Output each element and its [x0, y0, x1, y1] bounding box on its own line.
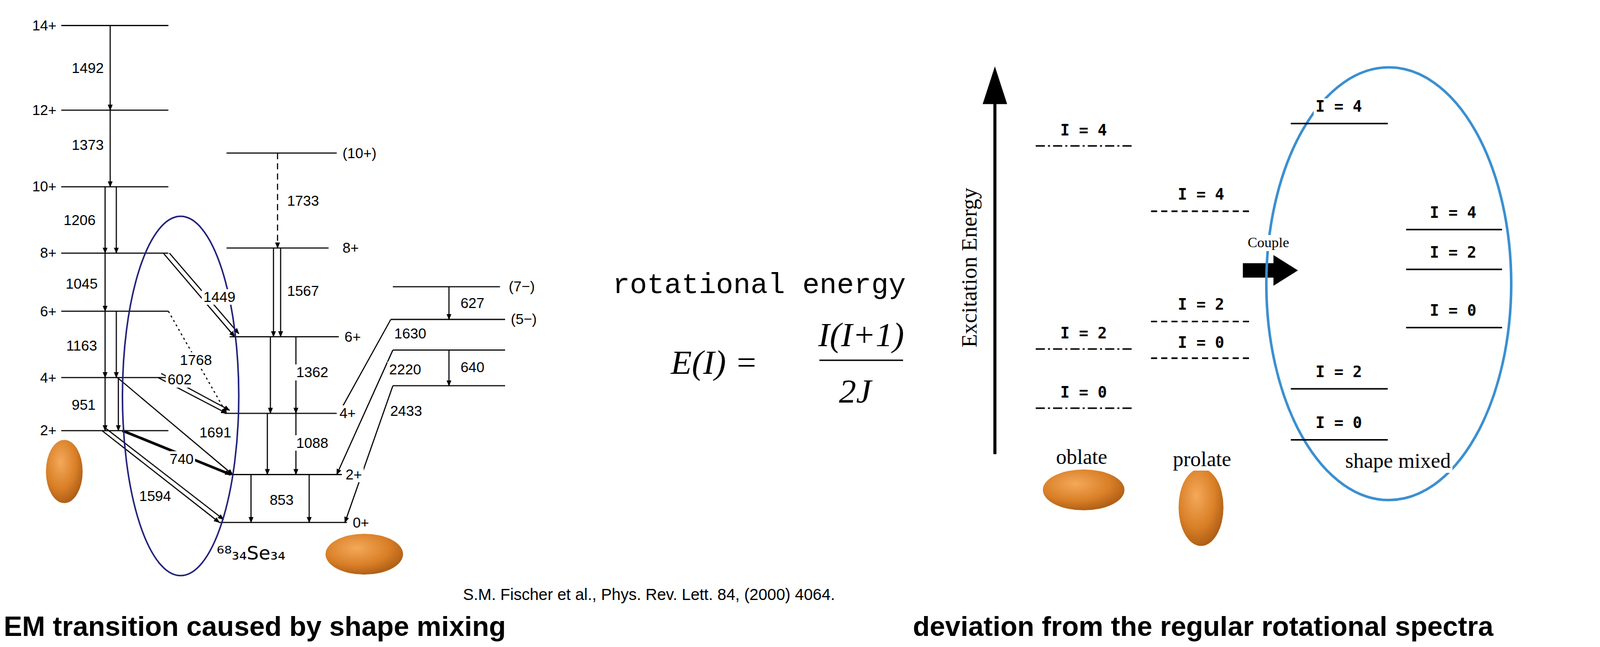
label-text: I(I+1) [816, 315, 906, 354]
label-text: 1630 [392, 325, 428, 342]
label-text: 1768 [178, 352, 214, 369]
label-text: 740 [168, 450, 196, 468]
spin-label: I = 2 [1058, 324, 1109, 343]
label-text: 6+ [342, 328, 363, 345]
label-text: 602 [165, 371, 193, 388]
mixed-levels [1291, 123, 1503, 440]
label-text: rotational energy [610, 269, 908, 302]
label-text: 6+ [38, 303, 59, 320]
label-text: 14+ [30, 17, 59, 34]
label-text: 1373 [70, 137, 106, 154]
label-text: 1691 [197, 424, 234, 441]
spin-label: I = 2 [1428, 244, 1478, 262]
label-text: 2+ [38, 422, 59, 439]
label-text: 853 [268, 491, 296, 508]
mixing-ellipse [122, 216, 239, 576]
spin-label: I = 4 [1428, 204, 1478, 222]
label-text: Excitation Energy [957, 185, 982, 349]
label-text: 1206 [61, 212, 98, 229]
label-text: 1088 [294, 434, 330, 451]
label-text: oblate [1054, 445, 1110, 469]
prolate-shape [45, 439, 83, 503]
spin-label: I = 0 [1428, 302, 1478, 320]
oblate-shape [325, 533, 403, 575]
label-text: 640 [458, 359, 486, 376]
label-text: 627 [458, 295, 486, 312]
spin-label: I = 0 [1176, 334, 1226, 352]
label-text: E(I) = [669, 343, 760, 381]
label-text: 10+ [30, 178, 59, 195]
spin-label: I = 0 [1313, 414, 1364, 432]
spin-label: I = 4 [1176, 186, 1226, 204]
label-text: 1567 [285, 282, 321, 299]
label-text: ⁶⁸₃₄Se₃₄ [214, 542, 287, 564]
spin-label: I = 4 [1058, 122, 1109, 140]
label-text: 2220 [387, 361, 423, 378]
spin-label: I = 4 [1313, 98, 1364, 116]
label-text: 951 [70, 396, 98, 413]
spin-label: I = 2 [1313, 363, 1364, 381]
mixed-ellipse [1266, 67, 1512, 500]
label-text: 4+ [337, 405, 358, 422]
label-text: shape mixed [1343, 449, 1453, 473]
label-text: 0+ [350, 514, 371, 531]
label-text: S.M. Fischer et al., Phys. Rev. Lett. 84… [461, 585, 837, 604]
oblate-shape [1042, 469, 1125, 511]
prolate-levels [1151, 211, 1251, 359]
couple-arrow [1242, 254, 1299, 286]
label-text: 1449 [201, 289, 238, 306]
label-text: 4+ [38, 369, 59, 386]
prolate-shape [1178, 468, 1224, 546]
energy-axis [993, 96, 997, 454]
label-text: prolate [1171, 447, 1234, 471]
label-text: 2433 [388, 402, 424, 419]
caption-text: EM transition caused by shape mixing [2, 611, 508, 642]
level-lines [61, 25, 506, 523]
label-text: 1492 [70, 60, 106, 77]
label-text: Couple [1245, 234, 1291, 251]
label-text: 1733 [285, 192, 321, 209]
caption-text: deviation from the regular rotational sp… [911, 611, 1495, 642]
label-text: 12+ [30, 102, 59, 119]
label-text: 8+ [38, 244, 59, 261]
oblate-levels [1035, 145, 1133, 408]
label-text: (7−) [507, 278, 537, 295]
axis-arrowhead [982, 66, 1007, 104]
label-text: (10+) [341, 145, 379, 162]
spin-label: I = 0 [1058, 384, 1109, 402]
label-text: 2+ [343, 466, 364, 483]
label-text: 8+ [341, 239, 361, 256]
label-text: 1045 [64, 275, 100, 292]
transition-arrows [102, 25, 450, 523]
label-text: 2J [837, 371, 874, 410]
label-text: 1362 [294, 364, 330, 381]
label-text: 1163 [64, 337, 99, 354]
label-text: 1594 [137, 488, 173, 505]
label-text: (5−) [509, 311, 539, 328]
spin-label: I = 2 [1176, 296, 1226, 314]
fraction-bar [819, 359, 904, 361]
